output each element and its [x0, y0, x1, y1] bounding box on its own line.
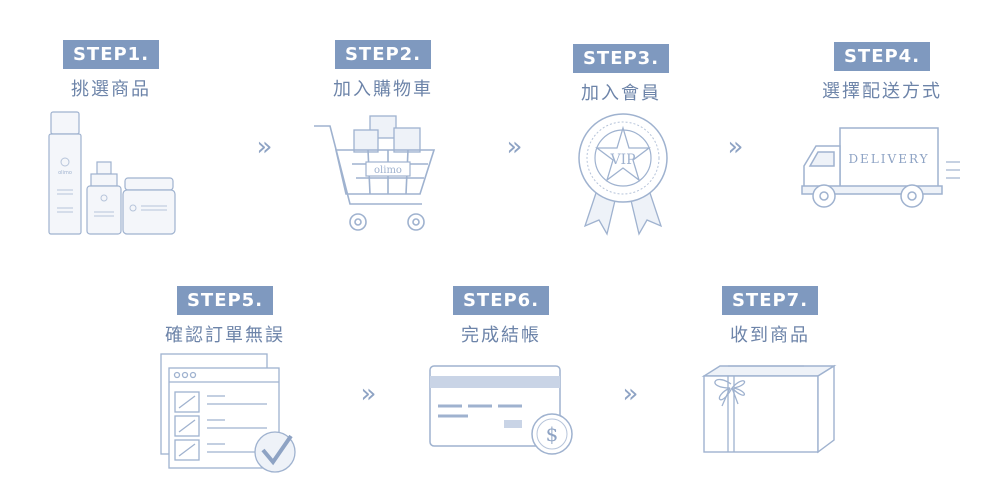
step-2: STEP2. 加入購物車	[283, 40, 483, 101]
arrow-icon: »	[360, 379, 377, 409]
step-4: STEP4. 選擇配送方式	[782, 42, 982, 103]
vip-label: VIP	[609, 152, 635, 168]
credit-card-payment-icon: $	[428, 364, 578, 463]
arrow-icon: »	[256, 132, 273, 162]
currency-symbol: $	[546, 422, 559, 446]
step-label: 加入會員	[581, 83, 661, 104]
step-badge: STEP5.	[176, 286, 274, 315]
step-label: 加入購物車	[333, 79, 433, 100]
step-1: STEP1. 挑選商品	[11, 40, 211, 101]
step-badge: STEP4.	[833, 42, 931, 71]
cart-brand-label: olimo	[374, 165, 402, 176]
step-label: 收到商品	[730, 325, 810, 346]
step-label: 完成結帳	[461, 325, 541, 346]
step-badge: STEP2.	[334, 40, 432, 69]
arrow-icon: »	[622, 379, 639, 409]
step-label: 確認訂單無誤	[165, 325, 285, 346]
shopping-cart-icon: olimo	[312, 112, 442, 241]
gift-box-icon	[700, 362, 840, 461]
step-6: STEP6. 完成結帳	[401, 286, 601, 347]
step-badge: STEP6.	[452, 286, 550, 315]
vip-badge-icon: VIP	[573, 108, 673, 242]
step-7: STEP7. 收到商品	[670, 286, 870, 347]
product-brand-label: olimo	[58, 170, 72, 176]
step-3: STEP3. 加入會員	[521, 44, 721, 105]
truck-delivery-label: DELIVERY	[848, 152, 929, 166]
step-5: STEP5. 確認訂單無誤	[125, 286, 325, 347]
delivery-truck-icon: DELIVERY	[800, 124, 970, 223]
skincare-products-icon: olimo	[45, 110, 180, 244]
order-checklist-icon	[155, 352, 300, 481]
step-label: 選擇配送方式	[822, 81, 942, 102]
arrow-icon: »	[727, 132, 744, 162]
arrow-icon: »	[506, 132, 523, 162]
step-badge: STEP3.	[572, 44, 670, 73]
step-badge: STEP1.	[62, 40, 160, 69]
step-badge: STEP7.	[721, 286, 819, 315]
step-label: 挑選商品	[71, 79, 151, 100]
